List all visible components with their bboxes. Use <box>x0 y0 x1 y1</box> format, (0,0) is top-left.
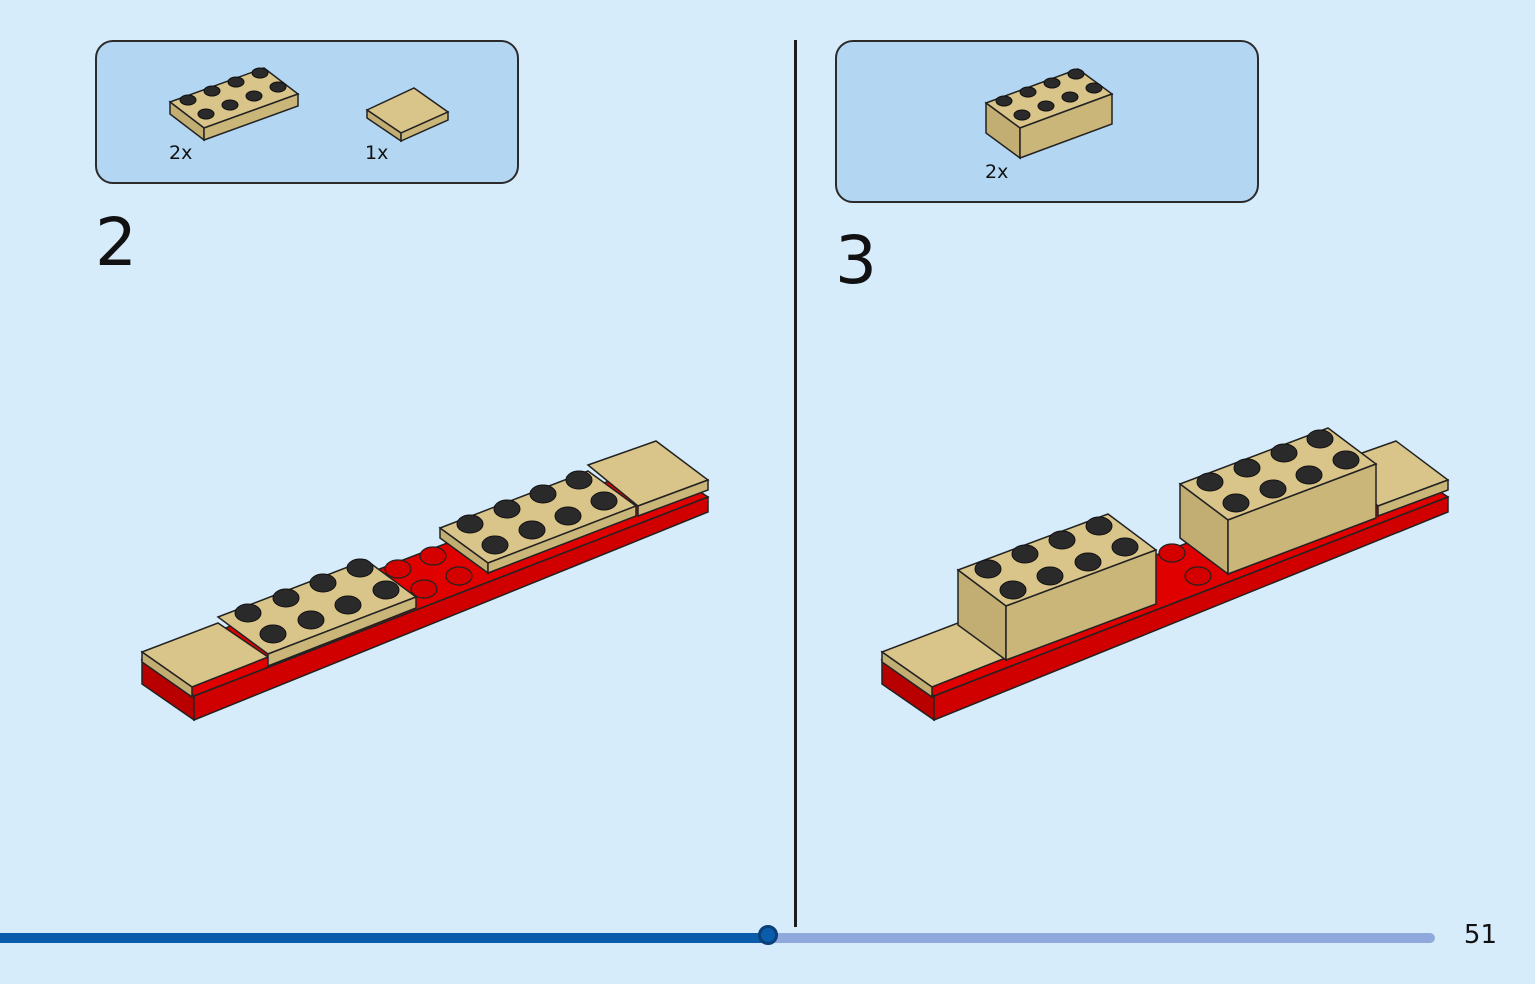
tan-brick-2x4-icon <box>984 68 1114 160</box>
step-2-number: 2 <box>95 204 137 281</box>
step-3-model-illustration <box>880 427 1450 722</box>
step-2-parts-box: 2x 1x <box>95 40 519 184</box>
page-number: 51 <box>1463 920 1497 950</box>
tan-tile-2x2-icon <box>365 87 450 143</box>
tan-plate-2x4-icon <box>168 67 300 142</box>
progress-knob[interactable] <box>758 925 778 945</box>
step-2-part-1-qty: 2x <box>169 142 193 164</box>
column-divider <box>794 40 797 927</box>
step-3-parts-box: 2x <box>835 40 1259 203</box>
step-3-part-1-qty: 2x <box>985 161 1009 183</box>
step-2-parts-illustration <box>168 67 450 143</box>
step-2-part-2-qty: 1x <box>365 142 389 164</box>
step-3-parts-illustration <box>984 68 1114 160</box>
step-3-number: 3 <box>835 222 877 299</box>
progress-fill <box>0 933 768 943</box>
step-2-model-illustration <box>140 440 710 722</box>
